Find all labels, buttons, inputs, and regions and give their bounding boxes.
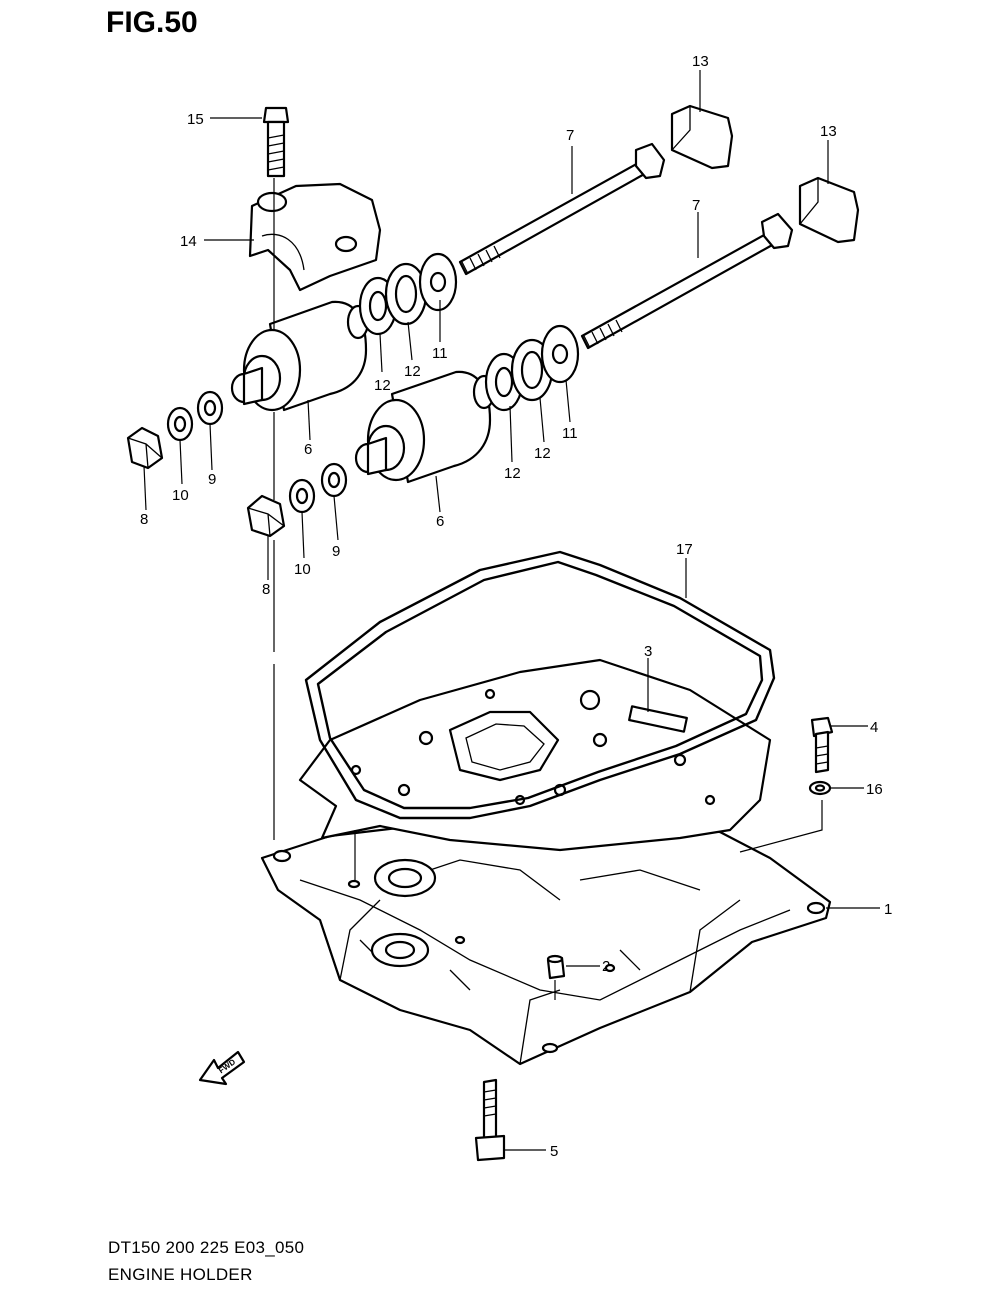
callout-17: 17 [676,541,693,558]
bolt-5 [474,1078,506,1162]
callout-6b: 6 [436,513,444,530]
callout-9b: 9 [332,543,340,560]
callout-11a: 11 [432,345,448,362]
seal-ring [304,550,776,820]
callout-2: 2 [602,958,610,975]
figure-title: FIG.50 [106,6,198,39]
callout-10a: 10 [172,487,189,504]
callout-11b: 11 [562,425,578,442]
callout-16: 16 [866,781,883,798]
bolt-4 [810,716,834,774]
callout-8b: 8 [262,581,270,598]
callout-labels: 15 14 13 13 7 7 11 12 12 6 8 10 9 11 12 … [140,53,892,1160]
washer-10-lower [288,478,316,514]
leader-lines [143,70,880,1151]
washer-9-upper [196,390,224,426]
nut-8-upper [126,426,164,470]
callout-7a: 7 [566,127,574,144]
callout-3: 3 [644,643,652,660]
callout-13a: 13 [692,53,709,70]
callout-8a: 8 [140,511,148,528]
through-bolt-7-upper [458,142,666,276]
washer-10-upper [166,406,194,442]
cap-13-a [670,104,734,170]
callout-4: 4 [870,719,878,736]
dowel-pin-2 [546,954,566,980]
washer-9-lower [320,462,348,498]
through-bolt-7-lower [580,212,794,350]
callout-12c: 12 [534,445,551,462]
callout-10b: 10 [294,561,311,578]
callout-12a: 12 [404,363,421,380]
washer-16 [808,780,832,796]
callout-1: 1 [884,901,892,918]
callout-14: 14 [180,233,197,250]
callout-12d: 12 [504,465,521,482]
figure-name: ENGINE HOLDER [108,1265,253,1284]
mount-cushion-6-lower [354,370,496,484]
callout-6a: 6 [304,441,312,458]
cap-13-b [798,176,860,244]
mount-cushion-6-upper [230,300,370,412]
callout-12b: 12 [374,377,391,394]
nut-8-lower [246,494,286,538]
washers-lower [484,324,580,412]
upper-cover-14 [248,182,382,292]
washers-upper [358,252,458,336]
callout-15: 15 [187,111,204,128]
engine-holder-base [260,814,832,1066]
bolt-15 [262,106,290,178]
callout-7b: 7 [692,197,700,214]
callout-9a: 9 [208,471,216,488]
callout-13b: 13 [820,123,837,140]
callout-5: 5 [550,1143,558,1160]
forward-arrow-icon: FWD [198,1050,246,1086]
figure-code: DT150 200 225 E03_050 [108,1238,305,1257]
gasket-plate [298,658,772,852]
